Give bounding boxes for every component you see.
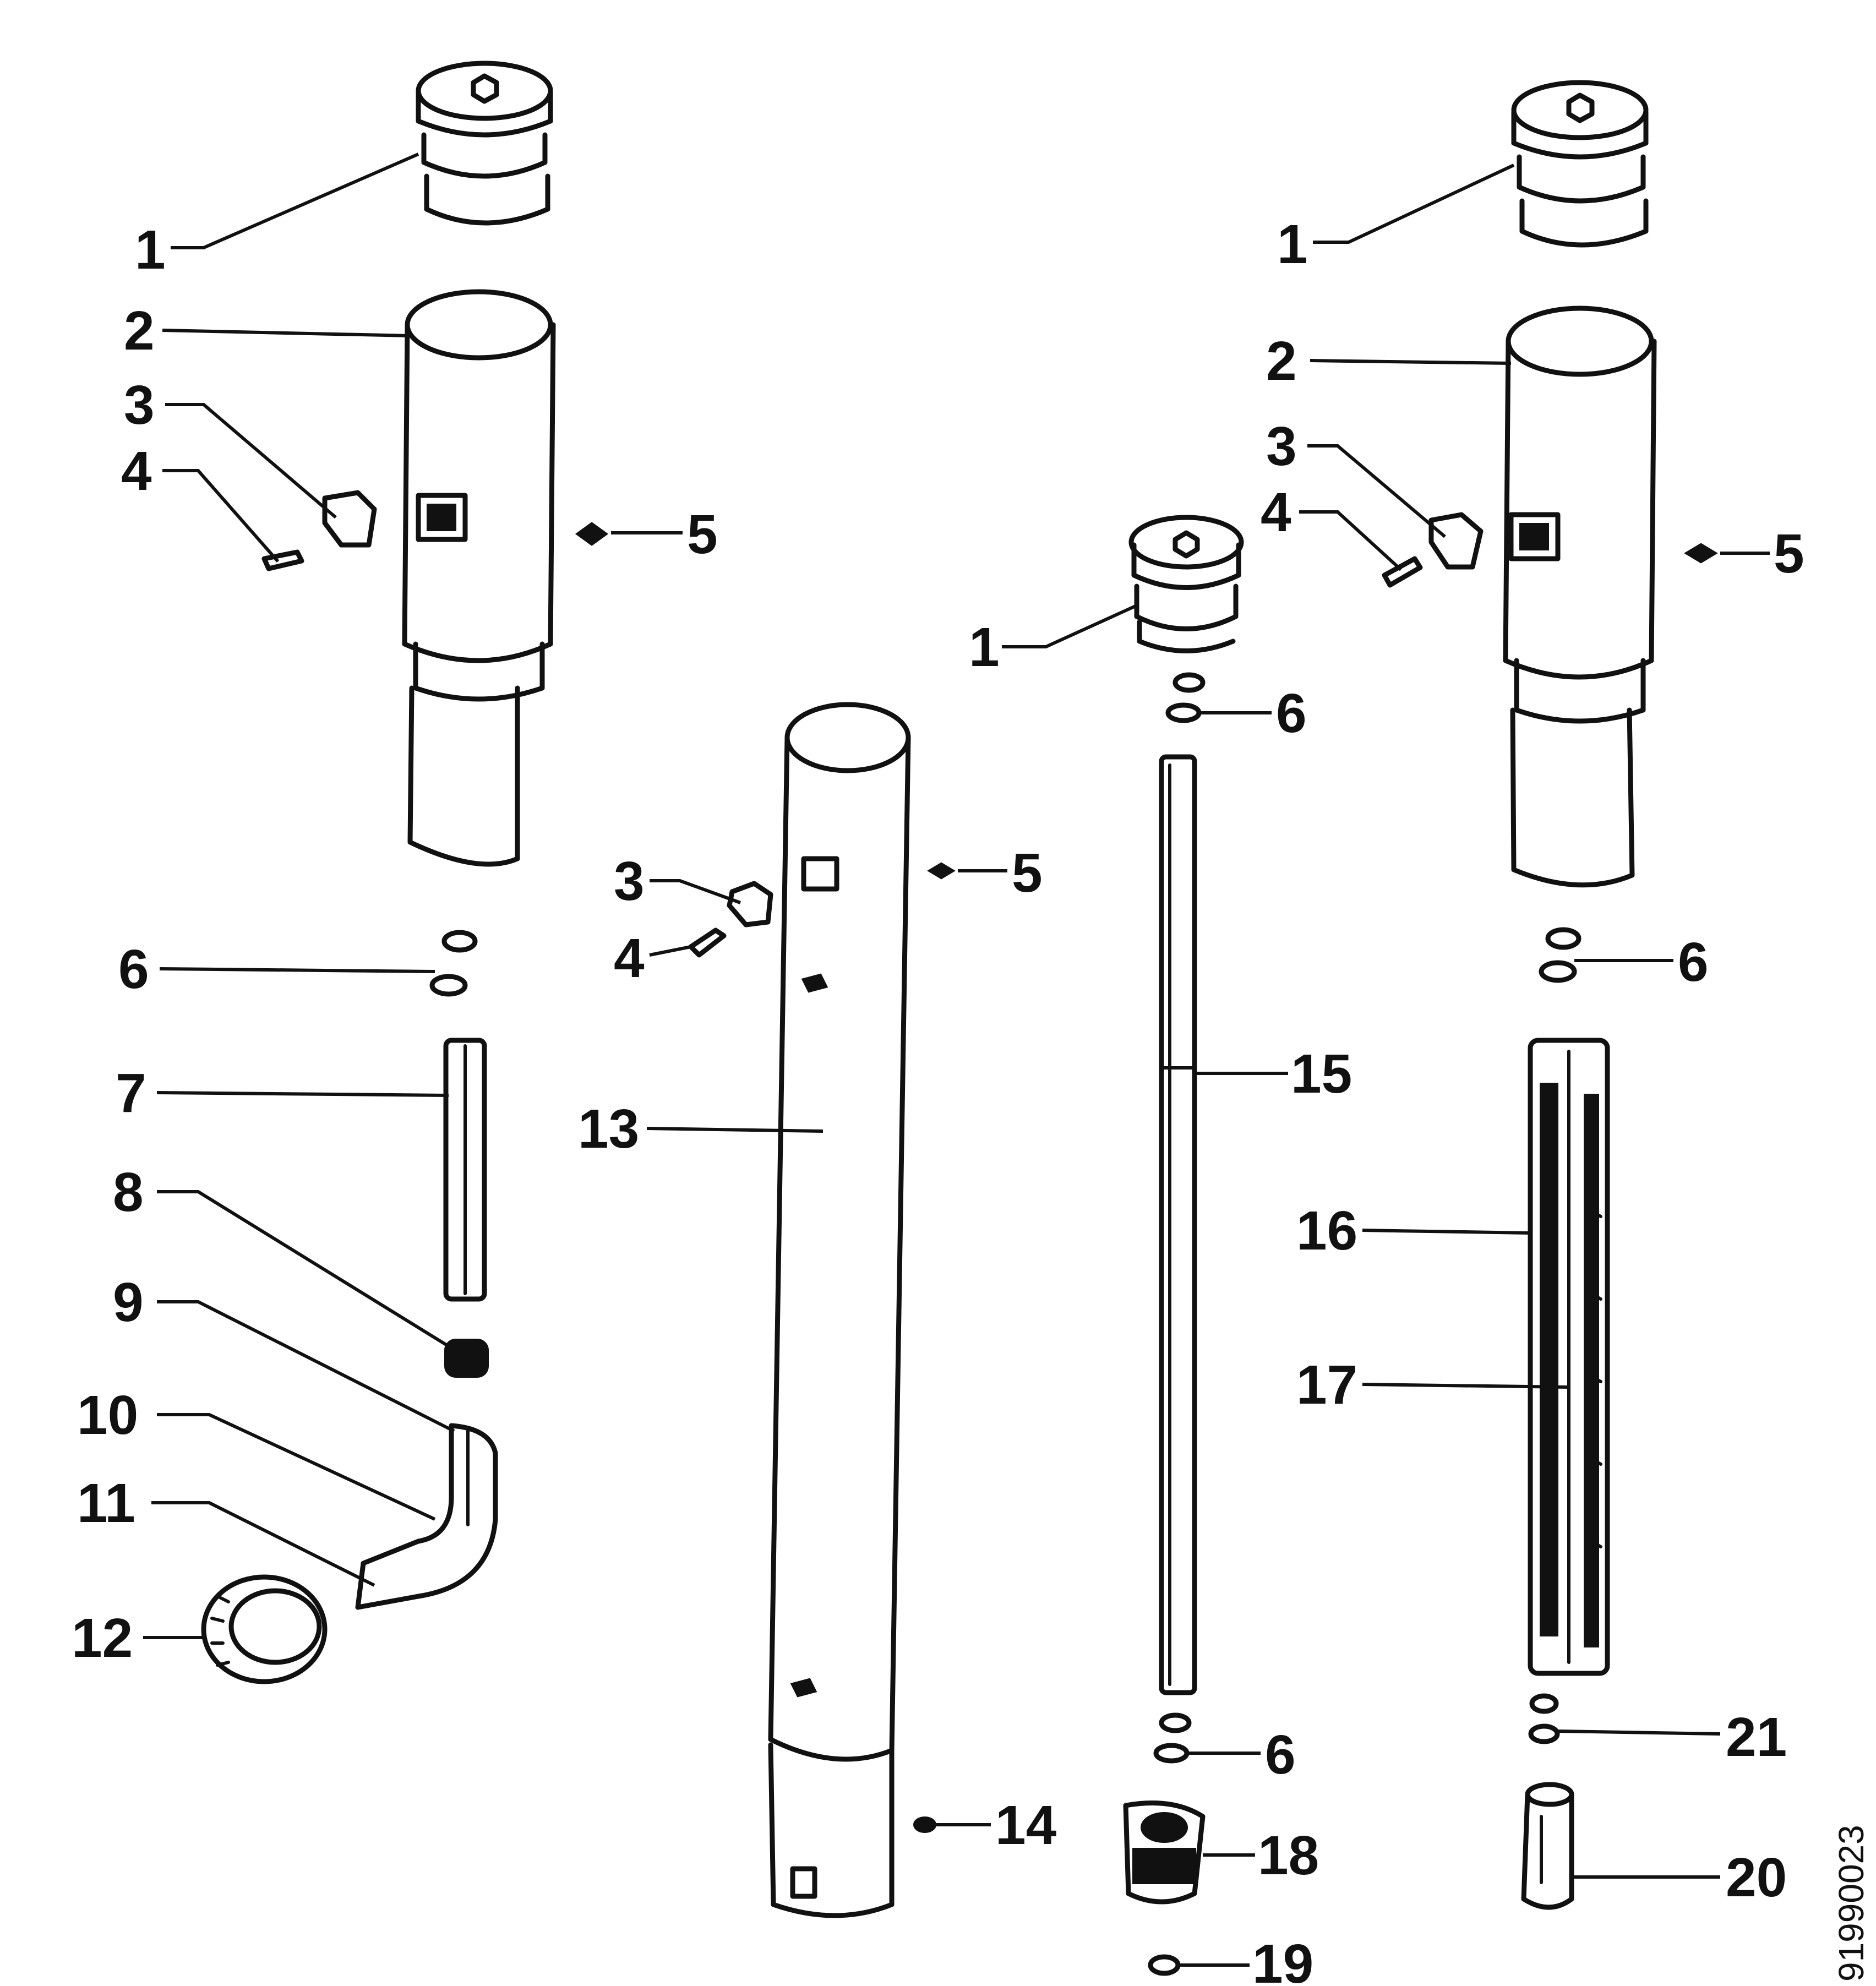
callout-left-washer: 6 — [118, 939, 149, 1000]
callout-left-clip: 3 — [124, 374, 155, 436]
leader-left-elbow-top — [157, 1300, 455, 1433]
center-foot-dot-part — [913, 1816, 936, 1833]
callout-left-elbow-foot: 11 — [77, 1472, 135, 1534]
right-cap-part — [1511, 80, 1649, 248]
right-assembly-part — [1528, 1038, 1610, 1676]
mid-block-part — [1123, 1801, 1206, 1905]
leader-left-tube-top — [162, 329, 411, 337]
leader-right-assembly — [1362, 1229, 1531, 1235]
callout-mid-cap: 1 — [969, 616, 1000, 678]
left-dot-part — [575, 522, 609, 546]
left-clip-part — [322, 490, 377, 548]
left-upper-tube-part — [402, 289, 556, 867]
center-tube-part — [768, 702, 911, 1918]
callout-center-dot: 5 — [1012, 842, 1043, 904]
left-nut-part — [444, 1339, 489, 1378]
left-washer-part — [429, 930, 478, 997]
callout-right-clip: 3 — [1266, 416, 1297, 477]
callout-center-pin: 4 — [614, 927, 645, 989]
mid-rod-part — [1159, 754, 1197, 1695]
callout-left-cap: 1 — [135, 219, 166, 281]
callout-right-sleeve: 20 — [1726, 1847, 1787, 1908]
right-washer-part — [1539, 927, 1581, 983]
leader-center-tube — [646, 1127, 824, 1133]
leader-left-pin — [162, 469, 280, 563]
callout-mid-washer-top: 6 — [1276, 683, 1307, 744]
center-clip-part — [727, 881, 773, 927]
callout-left-rod: 7 — [116, 1062, 146, 1124]
callout-mid-rod: 15 — [1291, 1043, 1352, 1105]
left-elbow-part — [355, 1423, 498, 1610]
callout-right-tube-top: 2 — [1266, 330, 1297, 392]
callout-left-elbow-top: 9 — [113, 1272, 144, 1333]
callout-mid-block: 18 — [1258, 1825, 1319, 1886]
leader-right-cap — [1313, 163, 1515, 244]
left-pin-part — [261, 549, 304, 571]
callout-mid-ball: 19 — [1252, 1933, 1313, 1986]
callout-mid-washer-bottom: 6 — [1265, 1724, 1296, 1786]
leader-left-rod — [156, 1091, 449, 1097]
leader-right-tube-top — [1310, 359, 1512, 365]
callout-right-pin: 4 — [1261, 482, 1291, 543]
callout-left-pin: 4 — [121, 440, 152, 502]
callout-right-washer: 6 — [1678, 931, 1709, 993]
callout-left-elbow: 10 — [77, 1384, 138, 1446]
left-cap-part — [416, 61, 553, 226]
center-pin-part — [688, 927, 727, 958]
leader-right-pin — [1299, 510, 1403, 571]
mid-cap-part — [1128, 515, 1244, 653]
callout-left-tube-top: 2 — [124, 300, 155, 362]
callout-right-dot: 5 — [1774, 523, 1804, 585]
left-rod-part — [443, 1038, 487, 1302]
right-washer-small-part — [1528, 1693, 1560, 1744]
leader-center-pin — [649, 945, 691, 957]
leader-mid-cap — [1002, 604, 1138, 648]
callout-center-clip: 3 — [614, 850, 645, 912]
callout-right-assembly: 16 — [1296, 1200, 1357, 1262]
mid-ball-part — [1148, 1954, 1181, 1976]
leader-right-clip — [1307, 444, 1446, 538]
callout-left-nut: 8 — [113, 1161, 144, 1223]
leader-left-elbow-foot — [151, 1501, 375, 1587]
callout-left-dot: 5 — [687, 504, 718, 565]
left-ring-part — [201, 1574, 328, 1684]
leader-left-elbow — [157, 1413, 436, 1521]
right-clip-part — [1428, 512, 1484, 570]
callout-center-foot-dot: 14 — [995, 1794, 1057, 1856]
leader-left-clip — [165, 403, 337, 519]
right-sleeve-part — [1521, 1782, 1574, 1910]
mid-washer-bottom-part — [1153, 1712, 1192, 1764]
right-upper-tube-part — [1503, 305, 1657, 888]
callout-right-washer-small: 21 — [1726, 1706, 1787, 1768]
document-id: 91990023 — [1831, 1825, 1871, 1982]
center-dot-part — [927, 862, 956, 880]
leader-right-inner — [1362, 1383, 1569, 1389]
leader-left-nut — [157, 1190, 458, 1353]
leader-center-clip — [650, 879, 741, 904]
leader-left-washer — [159, 967, 435, 973]
callout-right-cap: 1 — [1277, 214, 1308, 275]
leader-right-washer-small — [1557, 1729, 1721, 1736]
leader-left-cap — [171, 152, 419, 249]
callout-left-ring: 12 — [72, 1607, 133, 1669]
right-dot-part — [1684, 543, 1718, 564]
callout-right-inner: 17 — [1296, 1354, 1357, 1416]
right-pin-part — [1382, 556, 1423, 588]
callout-center-tube: 13 — [578, 1098, 639, 1160]
